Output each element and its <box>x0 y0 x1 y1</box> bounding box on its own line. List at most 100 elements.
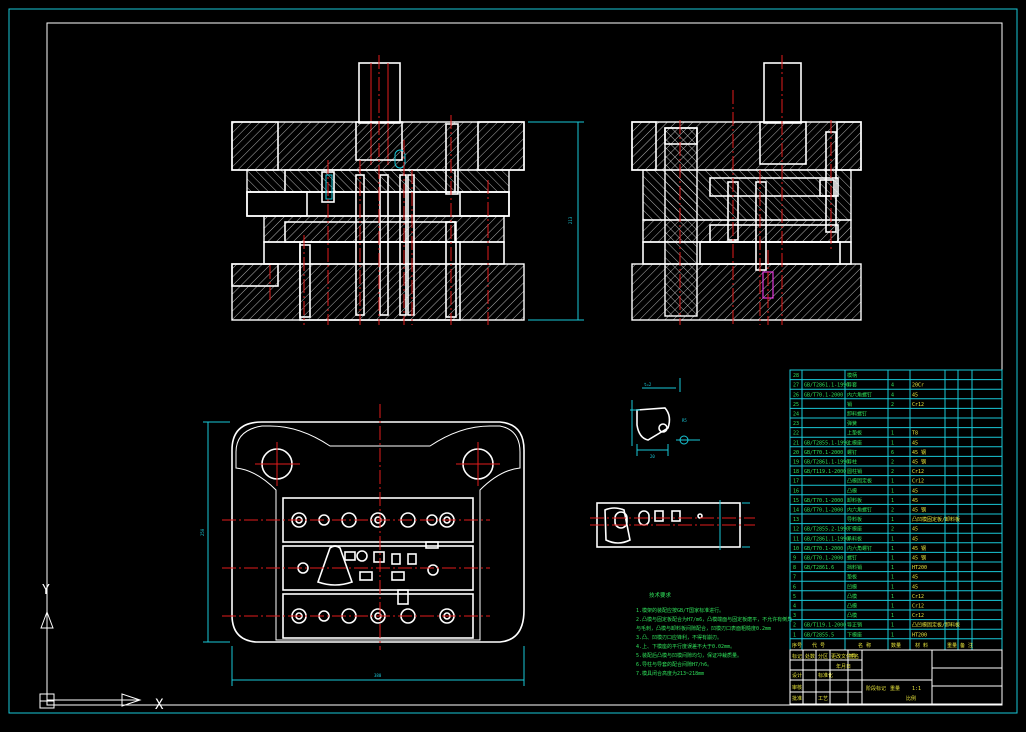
tech-note-line: 3.凸、凹模刃口应锋利，不得有崩刃。 <box>636 634 722 641</box>
bom-cell-name: 凸模 <box>847 603 857 610</box>
bom-cell-mat: Cr12 <box>912 402 924 408</box>
bom-cell-code: GB/T2861.1-1990 <box>804 536 849 542</box>
title-block-label-stage: 阶段标记 <box>866 685 886 692</box>
strip-layout[interactable] <box>590 500 755 550</box>
bom-cell-mat: 45 钢 <box>912 507 926 514</box>
outer-border <box>8 8 1018 714</box>
side-section-view[interactable] <box>631 55 862 325</box>
bom-cell-name: 卸料板 <box>847 497 862 504</box>
bom-cell-no: 26 <box>793 392 799 398</box>
bom-cell-no: 21 <box>793 440 799 446</box>
bom-cell-qty: 1 <box>891 565 894 571</box>
bom-cell-name: 内六角螺钉 <box>847 391 872 398</box>
title-block-label-date: 年月日 <box>836 663 851 670</box>
bom-cell-qty: 1 <box>891 440 894 446</box>
bom-cell-mat: 45 <box>912 488 918 494</box>
dim-plan-height: 250 <box>200 528 205 536</box>
bom-cell-qty: 4 <box>891 383 894 389</box>
bom-cell-no: 8 <box>793 565 796 571</box>
bom-cell-mat: 凸凹模固定板/卸料板 <box>912 622 960 629</box>
title-block-scale: 1:1 <box>912 686 921 692</box>
bom-cell-no: 23 <box>793 421 799 427</box>
bom-cell-code: GB/T2861.1-1990 <box>804 383 849 389</box>
bom-cell-no: 16 <box>793 488 799 494</box>
bom-cell-name: 内六角螺钉 <box>847 507 872 514</box>
plan-view[interactable]: 250 380 <box>200 404 525 686</box>
bom-header-code: 代 号 <box>812 642 825 649</box>
bom-cell-code: GB/T70.1-2000 <box>804 450 843 456</box>
bom-cell-no: 17 <box>793 479 799 485</box>
bom-cell-qty: 2 <box>891 460 894 466</box>
part-dim-r: R5 <box>682 418 687 423</box>
bom-cell-name: 导柱 <box>847 459 857 466</box>
bom-cell-name: 上垫板 <box>847 430 862 437</box>
bom-cell-qty: 2 <box>891 508 894 514</box>
part-drawing[interactable]: R5 20 t=2 <box>630 378 700 459</box>
bom-cell-name: 垫板 <box>847 574 857 581</box>
bom-cell-name: 凸模 <box>847 612 857 619</box>
bom-cell-no: 2 <box>793 623 796 629</box>
title-block-label-count: 处数 <box>805 653 815 660</box>
bom-cell-qty: 1 <box>891 488 894 494</box>
bom-cell-no: 3 <box>793 613 796 619</box>
bom-cell-name: 弹簧 <box>847 420 857 427</box>
bom-cell-no: 24 <box>793 412 799 418</box>
tech-note-line: 2.凸模与固定板配合为H7/m6，凸模端面与固定板磨平，不允许有倒角 <box>636 616 792 623</box>
tech-note-line: 6.导柱与导套的配合间隙H7/h6。 <box>636 661 712 668</box>
bom-cell-code: GB/T70.1-2000 <box>804 546 843 552</box>
bom-header-name: 名 称 <box>858 642 871 649</box>
bom-cell-mat: Cr12 <box>912 479 924 485</box>
bom-cell-mat: 45 <box>912 498 918 504</box>
bom-cell-code: GB/T2855.2-1990 <box>804 527 849 533</box>
bom-cell-code: GB/T70.1-2000 <box>804 508 843 514</box>
title-block[interactable]: 1:1 设计 审核 批准 重量 阶段标记 标记 处数 分区 更改文件号 签名 年… <box>789 649 1003 705</box>
bom-header-qty: 数量 <box>891 642 901 649</box>
bom-cell-qty: 4 <box>891 392 894 398</box>
bom-cell-code: GB/T2861.6 <box>804 565 834 571</box>
title-block-label-review: 审核 <box>792 684 802 691</box>
bom-cell-code: GB/T2855.5 <box>804 632 834 638</box>
bom-header-weight: 重量 <box>947 642 957 649</box>
bom-cell-name: 螺钉 <box>847 555 857 562</box>
bom-cell-no: 20 <box>793 450 799 456</box>
bom-cell-no: 15 <box>793 498 799 504</box>
title-block-label-zone: 分区 <box>818 653 828 660</box>
bom-cell-mat: 45 <box>912 575 918 581</box>
bom-cell-mat: HT200 <box>912 565 927 571</box>
bom-cell-mat: HT200 <box>912 632 927 638</box>
bom-cell-mat: 45 <box>912 584 918 590</box>
title-block-label-std: 标准化 <box>818 672 833 679</box>
bom-cell-qty: 1 <box>891 431 894 437</box>
tech-note-line: 4.上、下模座的平行度误差不大于0.02mm。 <box>636 643 735 650</box>
bom-cell-mat: Cr12 <box>912 613 924 619</box>
inner-border <box>46 22 1003 706</box>
title-block-label-approve: 批准 <box>792 695 802 702</box>
bom-cell-mat: 20Cr <box>912 383 924 389</box>
ucs-icon: Y X <box>39 583 164 713</box>
bom-cell-qty: 2 <box>891 527 894 533</box>
bom-cell-no: 14 <box>793 508 799 514</box>
bom-cell-qty: 2 <box>891 469 894 475</box>
bom-cell-code: GB/T70.1-2000 <box>804 392 843 398</box>
bom-cell-code: GB/T119.1-2000 <box>804 623 846 629</box>
ucs-x-label: X <box>155 697 164 713</box>
bom-cell-qty: 1 <box>891 498 894 504</box>
front-section-view[interactable]: 213 <box>231 55 584 325</box>
bom-cell-mat: 45 <box>912 392 918 398</box>
bom-cell-name: 模柄 <box>847 372 857 379</box>
bom-cell-qty: 1 <box>891 632 894 638</box>
bom-cell-name: 凹模 <box>847 583 857 590</box>
bom-cell-name: 卸料螺钉 <box>847 411 867 418</box>
bom-cell-no: 18 <box>793 469 799 475</box>
dim-front-height: 213 <box>568 216 573 224</box>
bom-cell-code: GB/T119.1-2000 <box>804 469 846 475</box>
bom-cell-qty: 1 <box>891 604 894 610</box>
bom-cell-no: 25 <box>793 402 799 408</box>
title-block-label-process: 工艺 <box>818 696 828 702</box>
bom-cell-mat: 45 钢 <box>912 545 926 552</box>
bom-cell-name: 导套 <box>847 382 857 389</box>
bom-cell-name: 下模座 <box>847 526 862 533</box>
bom-header-no: 序号 <box>792 642 802 649</box>
